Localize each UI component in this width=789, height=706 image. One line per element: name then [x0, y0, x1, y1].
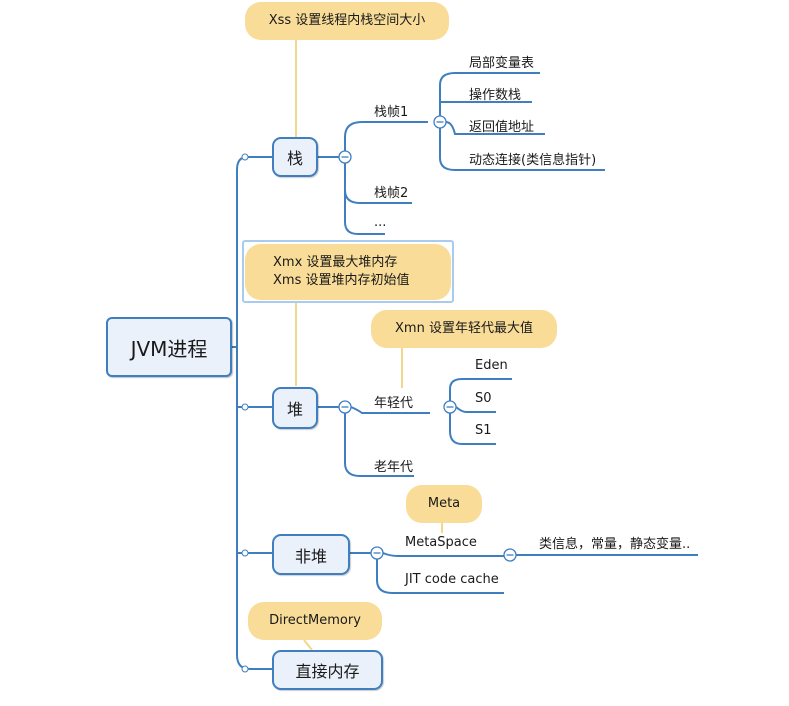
- heap-node[interactable]: 堆: [272, 387, 318, 429]
- young-s1[interactable]: S1: [475, 423, 492, 438]
- heap-xmx-text: Xmx 设置最大堆内存: [273, 255, 398, 270]
- stack-frame-more[interactable]: ...: [374, 215, 387, 230]
- nonheap-node[interactable]: 非堆: [272, 534, 350, 575]
- meta-callout[interactable]: Meta: [406, 485, 482, 523]
- stack-frame-1[interactable]: 栈帧1: [374, 105, 409, 120]
- jvm-process-label: JVM进程: [130, 336, 208, 361]
- frame1-local-vars[interactable]: 局部变量表: [469, 56, 535, 71]
- jvm-process-root[interactable]: JVM进程: [106, 317, 232, 377]
- heap-callout-selection: [242, 240, 454, 303]
- stack-xss-callout-text: Xss 设置线程内栈空间大小: [268, 13, 426, 28]
- stack-xss-callout[interactable]: Xss 设置线程内栈空间大小: [245, 2, 449, 40]
- meta-callout-text: Meta: [427, 496, 461, 511]
- stack-node[interactable]: 栈: [272, 137, 318, 177]
- nonheap-jit-code-cache[interactable]: JIT code cache: [405, 572, 499, 587]
- direct-memory-callout[interactable]: DirectMemory: [248, 602, 382, 640]
- direct-memory-node[interactable]: 直接内存: [272, 650, 383, 690]
- collapse-icon: [338, 115, 517, 562]
- frame1-dynamic-linking[interactable]: 动态连接(类信息指针): [469, 153, 597, 168]
- direct-memory-node-label: 直接内存: [295, 662, 360, 681]
- connector-dot-icon: [241, 153, 249, 673]
- frame1-return-address[interactable]: 返回值地址: [469, 120, 535, 135]
- young-eden[interactable]: Eden: [475, 358, 508, 373]
- young-xmn-callout[interactable]: Xmn 设置年轻代最大值: [371, 310, 557, 348]
- nonheap-metaspace[interactable]: MetaSpace: [405, 535, 477, 550]
- young-xmn-callout-text: Xmn 设置年轻代最大值: [395, 321, 533, 336]
- stack-frame-2[interactable]: 栈帧2: [374, 186, 409, 201]
- metaspace-contents[interactable]: 类信息，常量，静态变量..: [539, 537, 691, 552]
- direct-memory-callout-text: DirectMemory: [269, 613, 361, 628]
- stack-node-label: 栈: [286, 149, 303, 168]
- heap-old-gen[interactable]: 老年代: [374, 460, 414, 475]
- heap-node-label: 堆: [286, 400, 303, 419]
- heap-xms-text: Xms 设置堆内存初始值: [273, 273, 410, 288]
- heap-xmx-xms-callout[interactable]: Xmx 设置最大堆内存 Xms 设置堆内存初始值: [245, 244, 451, 300]
- young-s0[interactable]: S0: [475, 391, 492, 406]
- heap-young-gen[interactable]: 年轻代: [374, 396, 414, 411]
- nonheap-node-label: 非堆: [294, 546, 327, 566]
- frame1-operand-stack[interactable]: 操作数栈: [469, 88, 522, 103]
